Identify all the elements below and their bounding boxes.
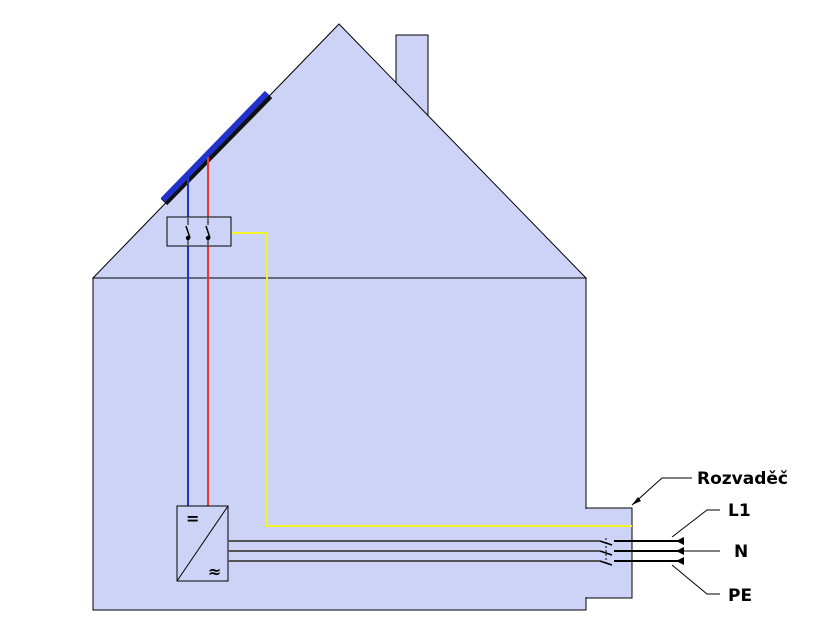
inverter-ac-symbol: ≈ (208, 562, 221, 581)
switchboard-box (585, 507, 633, 599)
protective-earth-label: PE (728, 586, 752, 606)
line-l1-label: L1 (728, 501, 751, 521)
leader-lines (631, 477, 720, 595)
dc-disconnect-switch-negative (185, 218, 191, 245)
switchboard-label: Rozvaděč (697, 469, 788, 489)
neutral-label: N (734, 542, 748, 562)
dc-disconnect-box (166, 216, 232, 247)
earth-wire (232, 232, 632, 527)
switchboard-cover (585, 509, 587, 597)
grid-lines (614, 540, 684, 562)
inverter-dc-symbol: = (186, 509, 199, 528)
main-breaker-symbol (599, 538, 613, 566)
house-walls (92, 277, 587, 611)
dc-disconnect-switch-positive (205, 218, 211, 245)
solar-panel (160, 90, 270, 203)
leader-arrowheads (632, 497, 641, 505)
ac-wires (228, 540, 600, 562)
inverter-diagonal (176, 505, 229, 582)
